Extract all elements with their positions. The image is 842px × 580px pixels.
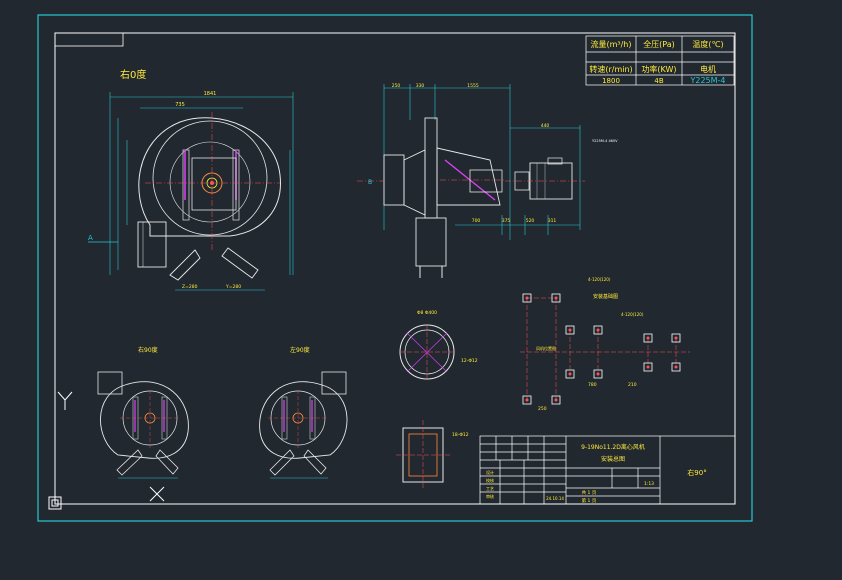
motor-note: Y225M-4 460V bbox=[592, 139, 618, 143]
dim-780: 780 bbox=[588, 382, 597, 388]
section-a-mark: A bbox=[88, 234, 93, 242]
inner-frame bbox=[54, 32, 736, 505]
outlet-flange: 18-Φ12 bbox=[396, 420, 469, 488]
outer-frame bbox=[37, 14, 753, 522]
dim-700: 700 bbox=[472, 218, 481, 224]
tb-row-4: 审核 bbox=[486, 493, 494, 499]
dim-e280: Z=280 bbox=[182, 284, 198, 290]
ucs-icon bbox=[48, 391, 165, 510]
scale-text: 1:13 bbox=[644, 481, 654, 487]
base-label: 安装基础图 bbox=[593, 293, 618, 300]
dim-250b: 250 bbox=[538, 406, 547, 412]
title-block bbox=[479, 435, 736, 505]
left90-label: 左90度 bbox=[290, 346, 310, 354]
section-b-mark: B bbox=[368, 179, 372, 186]
base-holes-b: 4-120(120) bbox=[621, 312, 644, 317]
view-left-90: 左90度 bbox=[259, 346, 348, 479]
tb-row-3: 工艺 bbox=[486, 486, 494, 491]
spec-val-1: 1800 bbox=[602, 77, 620, 85]
dim-520: 520 bbox=[526, 218, 535, 224]
date-text: 24.10.14 bbox=[546, 496, 564, 501]
spec-table bbox=[585, 35, 735, 86]
title-text: 9-19No11.2D离心风机 bbox=[581, 443, 645, 451]
flange-holes: 12-Φ12 bbox=[461, 358, 478, 364]
outlet-holes: 18-Φ12 bbox=[452, 432, 469, 438]
dim-210: 210 bbox=[628, 382, 637, 388]
flange-label: Φ8 Φ400 bbox=[417, 310, 437, 316]
corner-tag bbox=[54, 32, 124, 47]
spec-header2-1: 转速(r/min) bbox=[589, 64, 632, 74]
dim-375: 375 bbox=[502, 218, 511, 224]
pos-label: 风机位置图 bbox=[536, 345, 556, 351]
subtitle-text: 安装总图 bbox=[601, 455, 625, 463]
view-right-90: 右90度 bbox=[97, 346, 189, 479]
dim-440: 440 bbox=[541, 123, 550, 129]
dim-735: 735 bbox=[175, 102, 185, 108]
sheet-count: 共 1 页 bbox=[582, 489, 597, 496]
flange-view: Φ8 Φ400 12-Φ12 bbox=[399, 310, 478, 380]
tb-row-1: 设计 bbox=[486, 469, 494, 475]
dim-311: 311 bbox=[548, 218, 557, 224]
front-view: 1841 735 A Z=280 Y=280 bbox=[88, 91, 294, 291]
base-holes-a: 4-120(120) bbox=[588, 277, 611, 282]
spec-header2-2: 功率(KW) bbox=[641, 64, 676, 74]
spec-header-3: 温度(℃) bbox=[692, 39, 723, 49]
dim-1841: 1841 bbox=[204, 91, 217, 97]
rotation-label: 右0度 bbox=[120, 68, 146, 81]
dim-1555: 1555 bbox=[467, 83, 479, 89]
spec-val-2: 4B bbox=[654, 77, 663, 85]
dim-e280b: Y=280 bbox=[225, 284, 241, 290]
page-number: 第 1 页 bbox=[582, 497, 597, 504]
dim-250: 250 bbox=[392, 83, 401, 89]
side-view: 250 330 1555 440 Y225M-4 460V 700 375 52… bbox=[357, 83, 618, 278]
dim-330: 330 bbox=[416, 83, 425, 89]
right90-label: 右90度 bbox=[138, 346, 158, 354]
tb-row-2: 校核 bbox=[486, 477, 494, 483]
drawing-no: 右90° bbox=[687, 468, 706, 477]
spec-header2-3: 电机 bbox=[700, 64, 716, 74]
spec-header-2: 全压(Pa) bbox=[643, 39, 675, 49]
spec-val-3: Y225M-4 bbox=[689, 76, 725, 85]
spec-header-1: 流量(m³/h) bbox=[590, 39, 631, 49]
foundation-plan: 安装基础图 4-120(120) 4-120(120) bbox=[520, 277, 690, 412]
